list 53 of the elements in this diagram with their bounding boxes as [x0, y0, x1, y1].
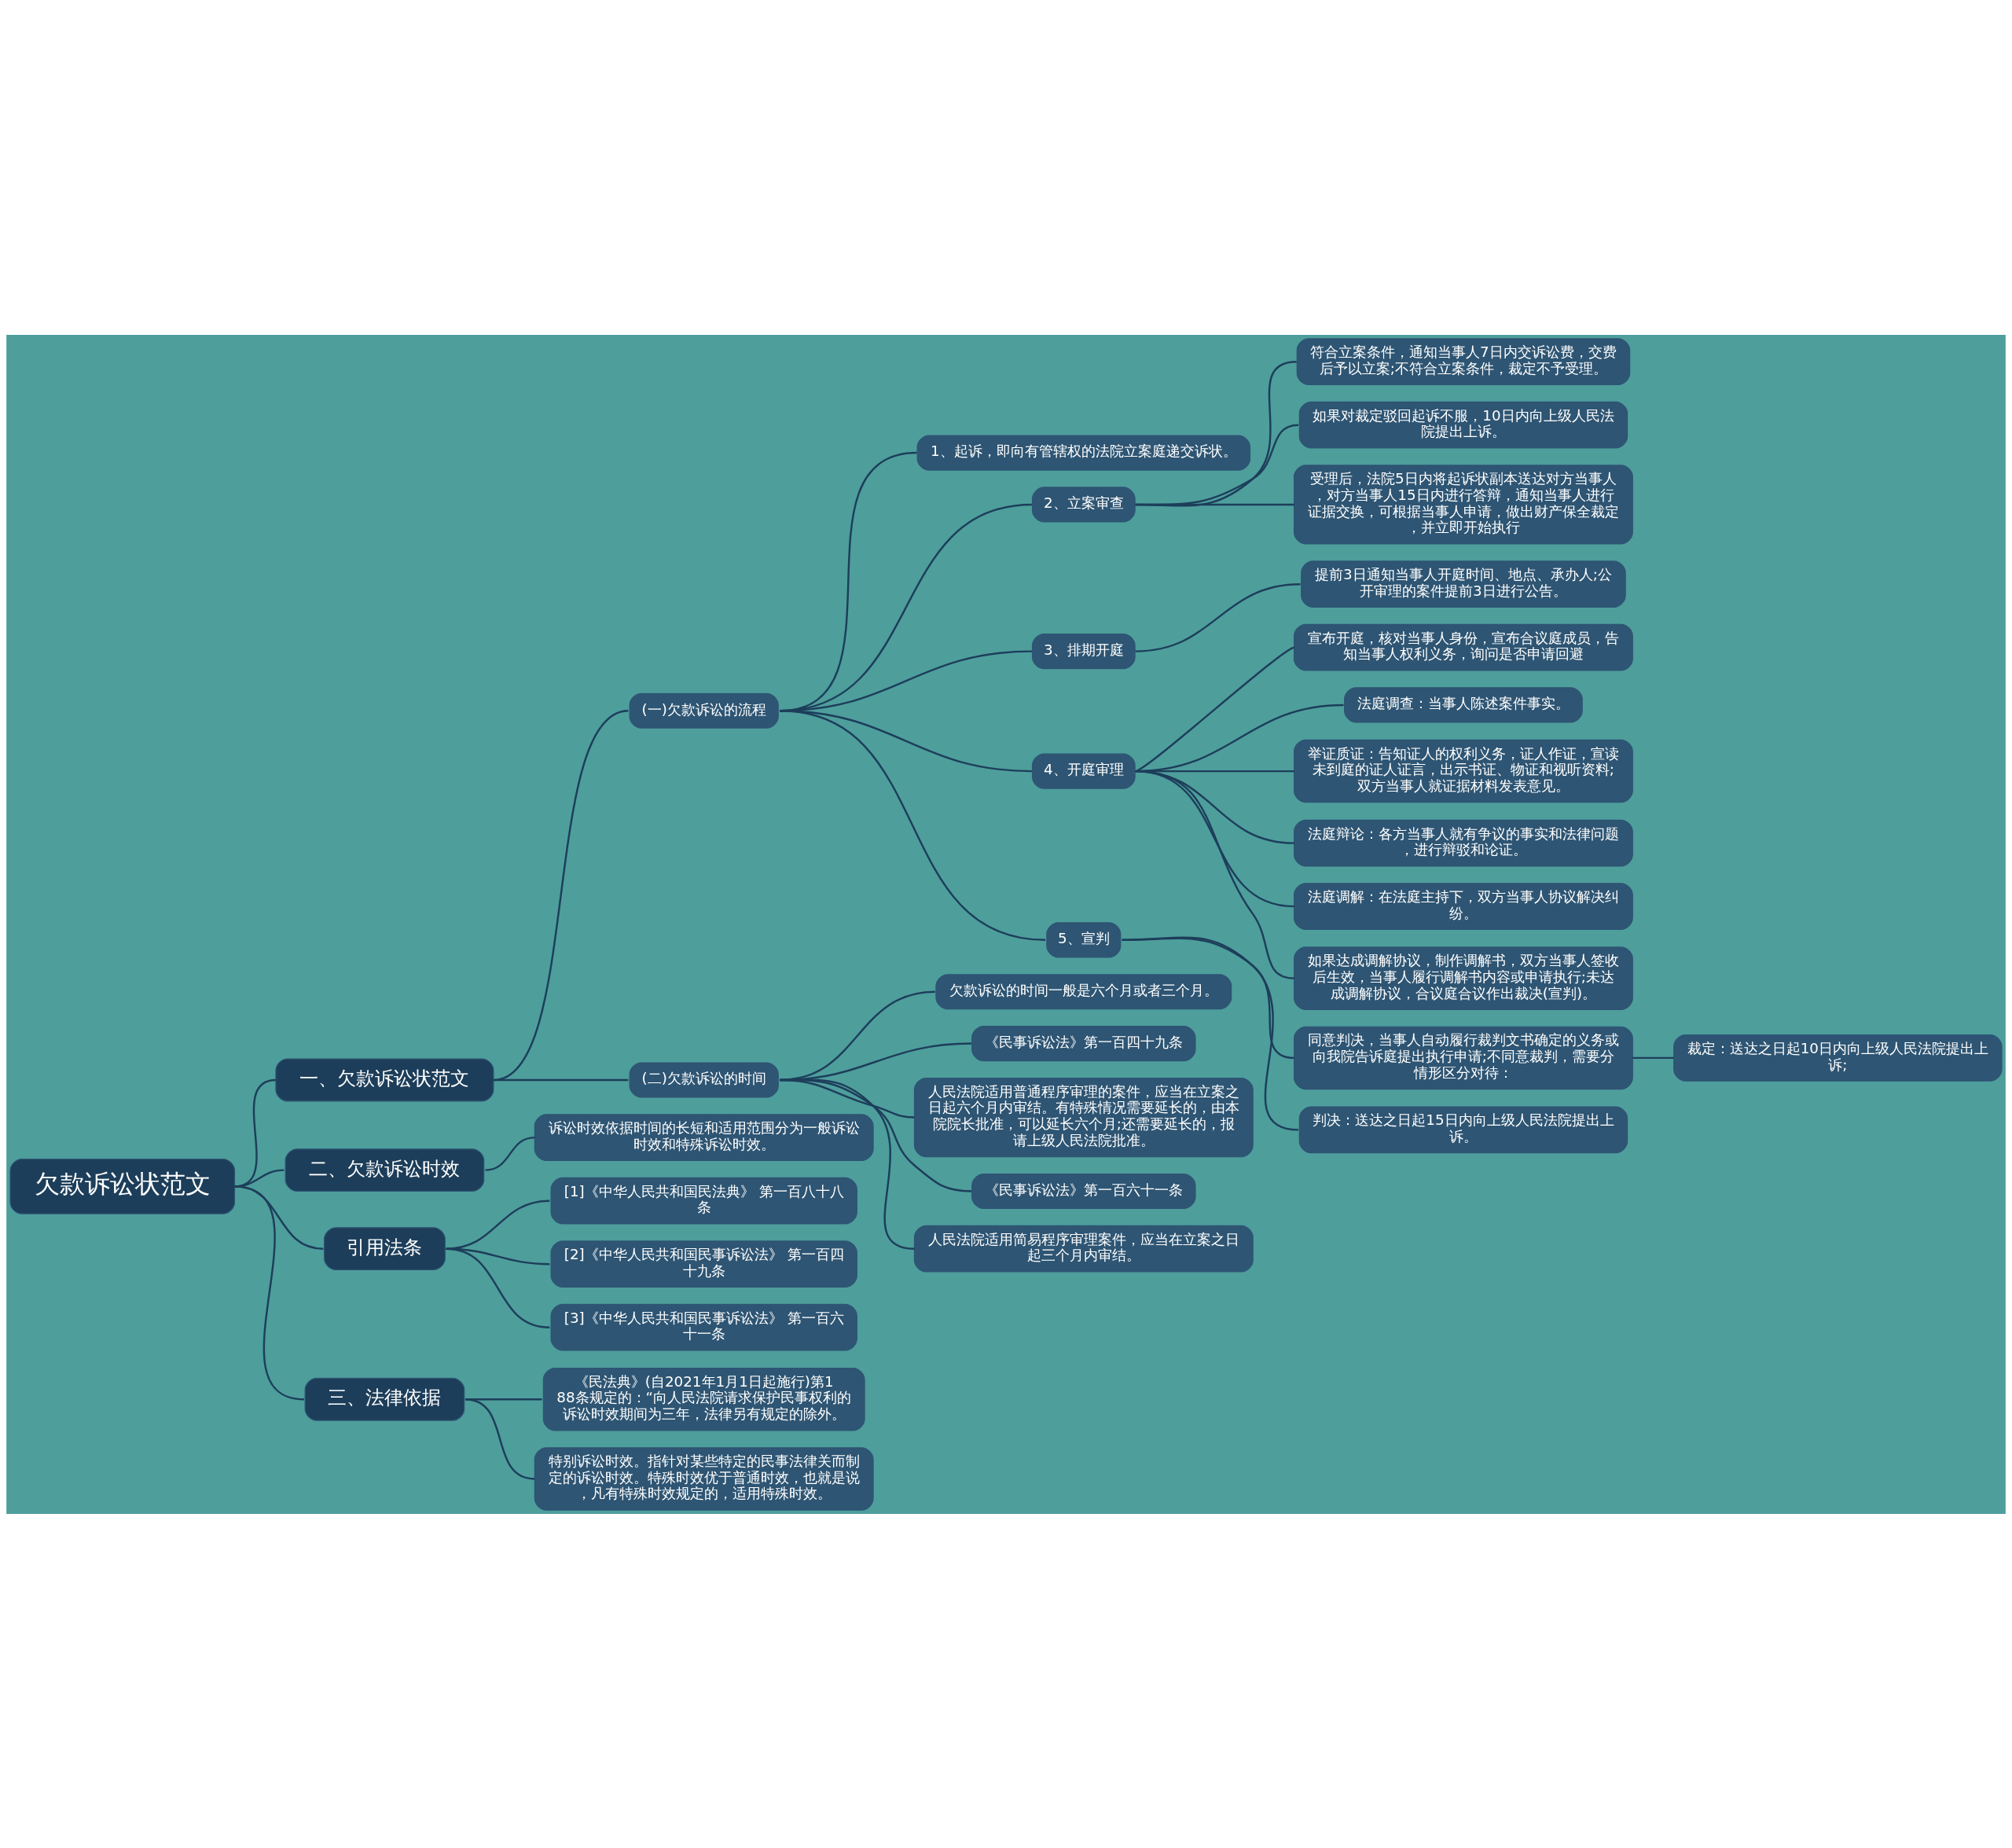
- node-box: 同意判决，当事人自动履行裁判文书确定的义务或向我院告诉庭提出执行申请;不同意裁判，需要分情形区分对待：: [1294, 1026, 1633, 1089]
- connector: [234, 1185, 305, 1400]
- node-box: 诉讼时效依据时间的长短和适用范围分为一般诉讼时效和特殊诉讼时效。: [534, 1113, 874, 1161]
- connector: [485, 1136, 535, 1171]
- node-box: 3、排期开庭: [1031, 633, 1136, 669]
- connector: [1135, 360, 1297, 506]
- node-box: 二、欠款诉讼时效: [285, 1148, 485, 1192]
- node-box: (一)欠款诉讼的流程: [629, 693, 779, 729]
- node-box: 提前3日通知当事人开庭时间、地点、承办人;公开审理的案件提前3日进行公告。: [1301, 560, 1626, 608]
- node-box: 三、法律依据: [304, 1377, 465, 1421]
- connector: [1135, 582, 1301, 652]
- node-box: 判决：送达之日起15日内向上级人民法院提出上诉。: [1298, 1106, 1628, 1153]
- node-box: [3]《中华人民共和国民事诉讼法》 第一百六十一条: [550, 1303, 857, 1351]
- node-box: 法庭调查：当事人陈述案件事实。: [1344, 686, 1583, 722]
- node-box: (二)欠款诉讼的时间: [629, 1061, 779, 1097]
- node-box: 4、开庭审理: [1031, 753, 1136, 789]
- node-box: 宣布开庭，核对当事人身份，宣布合议庭成员，告知当事人权利义务，询问是否申请回避: [1294, 623, 1633, 671]
- connector: [1122, 935, 1299, 1131]
- node-box: 人民法院适用普通程序审理的案件，应当在立案之日起六个月内审结。有特殊情况需要延长的，由本院院长批准，可以延长六个月;还需要延长的，报请上级人民法院批准。: [913, 1077, 1254, 1157]
- node-box: 1、起诉，即向有管辖权的法院立案庭递交诉状。: [916, 435, 1251, 471]
- node-box: 法庭辩论：各方当事人就有争议的事实和法律问题，进行辩驳和论证。: [1294, 819, 1633, 866]
- node-box: 《民事诉讼法》第一百六十一条: [971, 1173, 1196, 1209]
- connector: [493, 709, 629, 1081]
- node-box: [2]《中华人民共和国民事诉讼法》 第一百四十九条: [550, 1240, 857, 1288]
- node-box: 5、宣判: [1046, 921, 1122, 957]
- node-box: 裁定：送达之日起10日内向上级人民法院提出上诉;: [1673, 1034, 2003, 1082]
- node-box: 举证质证：告知证人的权利义务，证人作证，宣读未到庭的证人证言，出示书证、物证和视听资料;双方当事人就证据材料发表意见。: [1294, 739, 1633, 803]
- connector: [1135, 770, 1294, 979]
- node-box: 欠款诉讼的时间一般是六个月或者三个月。: [935, 973, 1232, 1009]
- node-box: 受理后，法院5日内将起诉状副本送达对方当事人，对方当事人15日内进行答辩，通知当事人进行证据交换，可根据当事人申请，做出财产保全裁定，并立即开始执行: [1294, 464, 1633, 545]
- connector: [446, 1247, 550, 1265]
- node-box: 法庭调解：在法庭主持下，双方当事人协议解决纠纷。: [1294, 882, 1633, 930]
- node-box: 引用法条: [323, 1226, 446, 1270]
- connector: [1135, 646, 1295, 772]
- node-box: 2、立案审查: [1031, 486, 1136, 522]
- connector: [1632, 1056, 1674, 1059]
- node-box: 如果对裁定驳回起诉不服，10日内向上级人民法院提出上诉。: [1298, 401, 1628, 449]
- node-box: 《民事诉讼法》第一百四十九条: [971, 1025, 1196, 1061]
- connector: [493, 1078, 629, 1081]
- node-box: 欠款诉讼状范文: [9, 1158, 236, 1214]
- node-box: 《民法典》(自2021年1月1日起施行)第188条规定的：“向人民法院请求保护民事权利的诉讼时效期间为三年，法律另有规定的除外。: [542, 1367, 865, 1431]
- connector: [464, 1398, 535, 1480]
- connector: [1135, 423, 1299, 505]
- node-box: 一、欠款诉讼状范文: [275, 1058, 494, 1101]
- connector: [1135, 503, 1294, 505]
- node-box: [1]《中华人民共和国民法典》 第一百八十八条: [550, 1177, 857, 1225]
- node-box: 人民法院适用简易程序审理案件，应当在立案之日起三个月内审结。: [913, 1225, 1254, 1273]
- connector: [780, 1078, 915, 1250]
- node-box: 如果达成调解协议，制作调解书，双方当事人签收后生效，当事人履行调解书内容或申请执行;未达成调解协议，合议庭合议作出裁决(宣判)。: [1294, 946, 1633, 1010]
- node-box: 特别诉讼时效。指针对某些特定的民事法律关而制定的诉讼时效。特殊时效优于普通时效，也就是说，凡有特殊时效规定的，适用特殊时效。: [534, 1446, 874, 1511]
- connector: [446, 1247, 550, 1328]
- node-box: 符合立案条件，通知当事人7日内交诉讼费，交费后予以立案;不符合立案条件，裁定不予受理。: [1296, 337, 1631, 385]
- connector: [779, 709, 1046, 941]
